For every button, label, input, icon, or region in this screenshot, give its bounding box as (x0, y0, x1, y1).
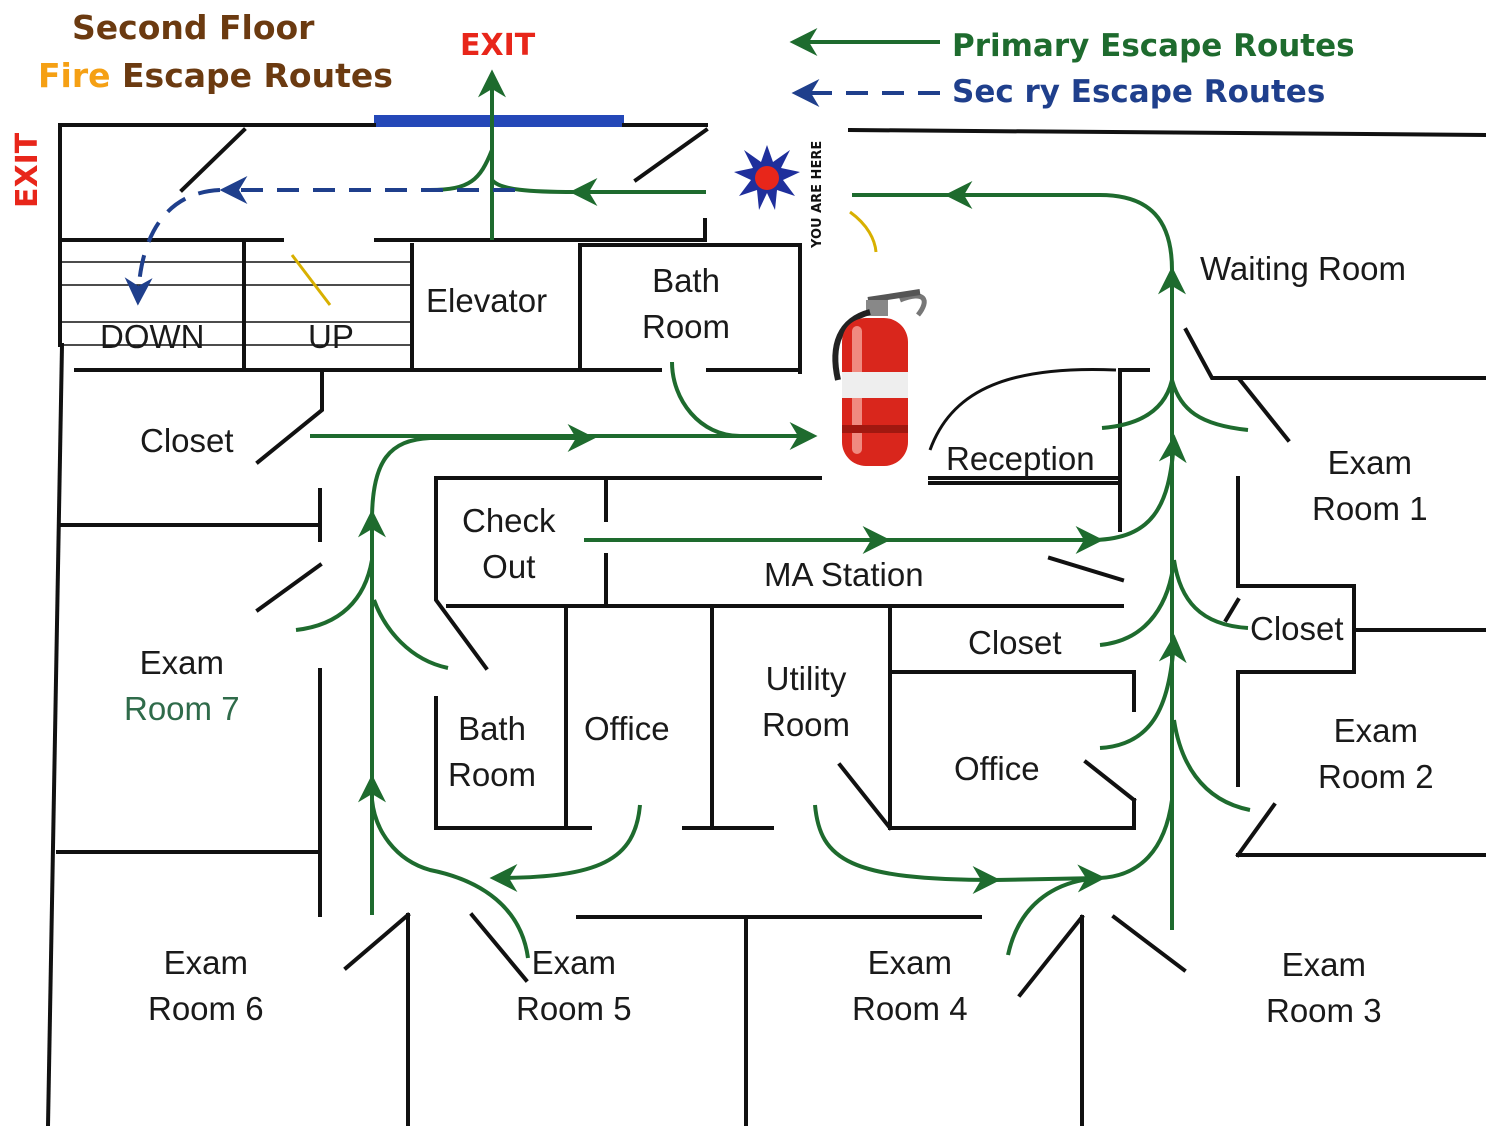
window-bar (374, 115, 624, 127)
exam-room-7-l1: Exam (139, 644, 224, 681)
exit-label-left-wrap: EXIT (4, 133, 45, 210)
closet-right-label: Closet (1250, 610, 1344, 647)
exam-room-5-l2: Room 5 (516, 990, 632, 1027)
stairs-down-label: DOWN (100, 318, 205, 355)
exam-room-5-l1: Exam (531, 944, 616, 981)
subtitle-rest: Escape Routes (122, 56, 393, 95)
you-are-here-marker (734, 145, 800, 210)
exam-room-1-l1: Exam (1327, 444, 1412, 481)
elevator-label: Elevator (426, 282, 548, 319)
check-out-l2: Out (482, 548, 536, 585)
exam-room-4-l1: Exam (867, 944, 952, 981)
legend-secondary: Sec ry Escape Routes (952, 74, 1326, 110)
exam-room-6-l2: Room 6 (148, 990, 264, 1027)
you-are-here-label-wrap: YOU ARE HERE (810, 114, 832, 248)
bath-room-top-l2: Room (642, 308, 731, 345)
waiting-room-label: Waiting Room (1200, 250, 1407, 287)
ma-station-label: MA Station (764, 556, 924, 593)
utility-room-l1: Utility (765, 660, 847, 697)
bath-room-bottom-l2: Room (448, 756, 537, 793)
you-are-here-label: YOU ARE HERE (810, 140, 825, 248)
exam-room-7-l2: Room 7 (124, 690, 240, 727)
exam-room-3-l1: Exam (1281, 946, 1366, 983)
walls (45, 123, 1486, 1126)
closet-left-label: Closet (140, 422, 234, 459)
map-title: Second Floor (72, 8, 315, 47)
check-out-l1: Check (462, 502, 556, 539)
bath-room-top-l1: Bath (652, 262, 720, 299)
bath-room-bottom-l1: Bath (458, 710, 526, 747)
exam-room-6-l1: Exam (163, 944, 248, 981)
subtitle-fire-word: Fire (38, 56, 111, 95)
closet-middle-label: Closet (968, 624, 1062, 661)
office-left-label: Office (584, 710, 670, 747)
primary-escape-routes (295, 28, 1251, 959)
exam-room-2-l1: Exam (1333, 712, 1418, 749)
secondary-escape-routes (124, 79, 940, 306)
exit-label-left: EXIT (10, 132, 45, 208)
fire-extinguisher-icon (832, 289, 927, 466)
reception-label: Reception (946, 440, 1095, 477)
exam-room-4-l2: Room 4 (852, 990, 968, 1027)
map-subtitle: Fire Escape Routes (38, 56, 393, 95)
exam-room-3-l2: Room 3 (1266, 992, 1382, 1029)
exam-room-2-l2: Room 2 (1318, 758, 1434, 795)
door-arcs (290, 210, 1117, 451)
stairs-up-label: UP (308, 318, 354, 355)
legend-primary: Primary Escape Routes (952, 28, 1355, 64)
exam-room-1-l2: Room 1 (1312, 490, 1428, 527)
exit-label-top: EXIT (460, 28, 536, 63)
office-right-label: Office (954, 750, 1040, 787)
utility-room-l2: Room (762, 706, 851, 743)
